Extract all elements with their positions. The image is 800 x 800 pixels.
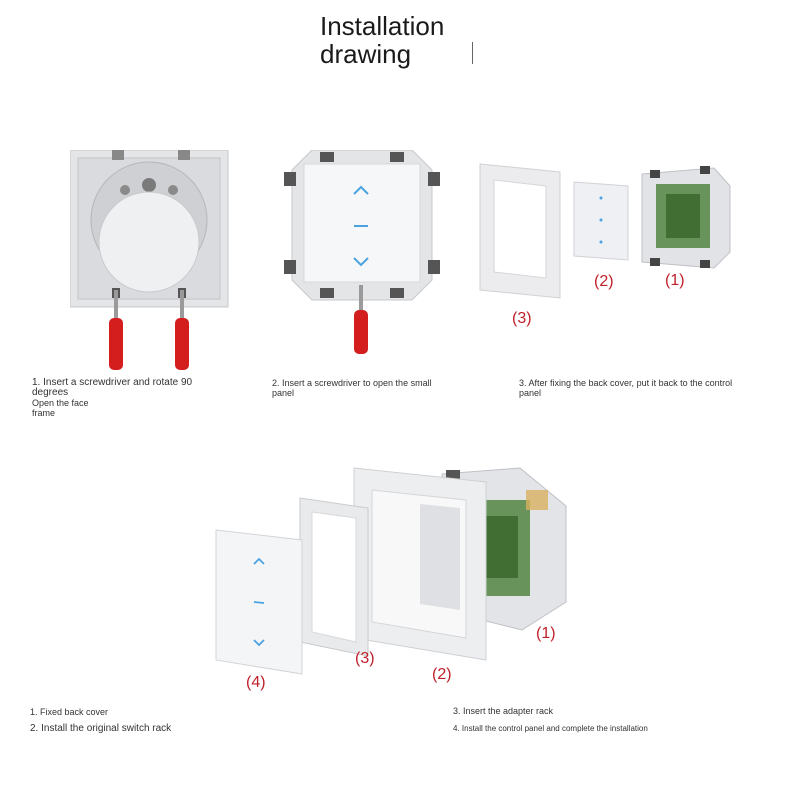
step-1-line-4: frame	[32, 408, 56, 418]
step-1-line-2: degrees	[32, 387, 69, 398]
top-part-label-1: (1)	[665, 272, 685, 289]
step-caption-1: 1. Insert a screwdriver and rotate 90 de…	[32, 377, 242, 419]
step-1-line-1: 1. Insert a screwdriver and rotate 90	[32, 377, 193, 388]
step-3-line-2: panel	[519, 388, 542, 398]
figure-exploded-top	[478, 160, 748, 305]
screwdriver-icon	[354, 285, 368, 354]
top-part-label-2: (2)	[594, 273, 614, 290]
title-line-2: drawing	[320, 39, 412, 69]
bottom-part-label-1: (1)	[536, 625, 556, 642]
figure-open-small-panel	[282, 150, 442, 360]
down-arrow-icon	[253, 639, 265, 647]
up-arrow-icon	[253, 557, 265, 565]
bottom-step-1: 1. Fixed back cover	[30, 707, 109, 717]
bottom-part-label-2: (2)	[432, 666, 452, 683]
figure-exploded-bottom	[210, 460, 580, 700]
step-caption-2: 2. Insert a screwdriver to open the smal…	[272, 378, 472, 398]
up-arrow-icon	[353, 185, 369, 195]
bottom-step-4: 4. Install the control panel and complet…	[453, 724, 648, 733]
title-divider	[472, 42, 473, 64]
bottom-part-label-4: (4)	[246, 674, 266, 691]
figure-open-face-frame	[70, 150, 230, 375]
step-2-line-1: 2. Insert a screwdriver to open the smal…	[272, 378, 432, 388]
title-line-1: Installation	[320, 11, 445, 41]
bottom-step-3: 3. Insert the adapter rack	[453, 706, 554, 716]
step-3-line-1: 3. After fixing the back cover, put it b…	[519, 378, 733, 388]
dash-icon	[253, 601, 265, 604]
step-caption-3: 3. After fixing the back cover, put it b…	[519, 378, 759, 398]
step-2-line-2: panel	[272, 388, 295, 398]
screwdriver-icon	[175, 290, 189, 370]
down-arrow-icon	[353, 257, 369, 267]
screwdriver-icon	[109, 290, 123, 370]
diagram-title: Installation drawing	[320, 12, 520, 68]
top-part-label-3: (3)	[512, 310, 532, 327]
bottom-step-2: 2. Install the original switch rack	[30, 723, 172, 734]
bottom-part-label-3: (3)	[355, 650, 375, 667]
step-1-line-3: Open the face	[32, 398, 89, 408]
